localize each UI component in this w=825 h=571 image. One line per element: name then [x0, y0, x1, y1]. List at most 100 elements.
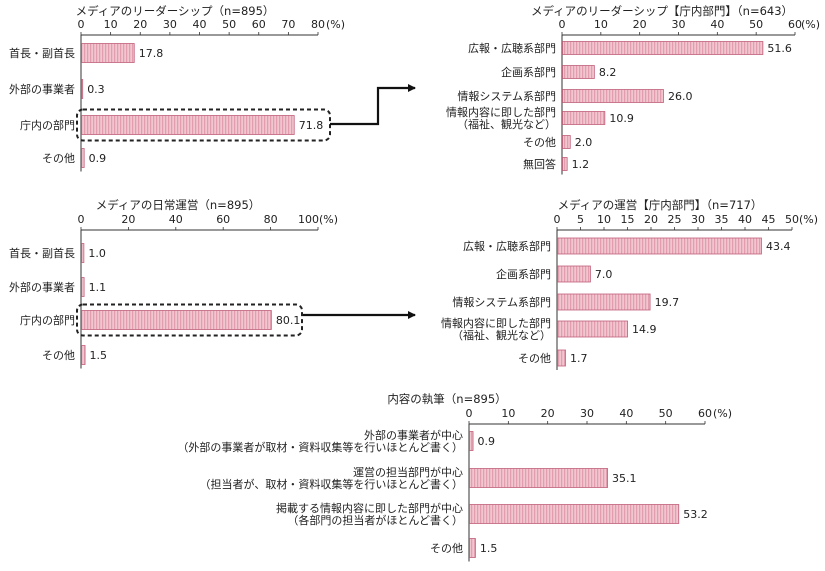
bar-value-label: 51.6	[767, 42, 792, 55]
bar	[81, 148, 85, 168]
category-label: 企画系部門	[496, 267, 551, 281]
category-label: 企画系部門	[501, 65, 556, 79]
x-tick-label: 70	[281, 18, 295, 31]
bar-value-label: 0.9	[478, 435, 496, 448]
bar	[81, 345, 86, 365]
category-label: 広報・広聴系部門	[468, 41, 556, 55]
bar	[562, 157, 568, 171]
bar	[557, 265, 591, 283]
category-label: （福祉、観光など）	[457, 117, 556, 131]
category-label: その他	[42, 152, 75, 165]
category-label: （福祉、観光など）	[452, 328, 551, 342]
category-label: 無回答	[523, 157, 556, 171]
bar	[562, 89, 664, 103]
category-label: 首長・副首長	[9, 46, 75, 60]
x-tick-label: 60	[788, 18, 802, 31]
category-label: 外部の事業者	[9, 280, 75, 294]
category-label: 掲載する情報内容に即した部門が中心	[276, 501, 463, 515]
category-label: その他	[430, 542, 463, 555]
category-label: 広報・広聴系部門	[463, 239, 551, 253]
bar-value-label: 1.5	[480, 542, 498, 555]
chart-title: メディアのリーダーシップ【庁内部門】（n=643）	[531, 4, 793, 18]
bar	[562, 135, 571, 149]
x-tick-label: 5	[577, 213, 584, 226]
x-tick-label: 0	[78, 213, 85, 226]
bar-value-label: 1.5	[90, 349, 108, 362]
x-tick-label: 10	[104, 18, 118, 31]
x-tick-label: 80	[264, 213, 278, 226]
x-tick-label: 50	[785, 213, 799, 226]
bar	[557, 320, 628, 338]
bar	[469, 504, 680, 524]
x-tick-label: 0	[466, 407, 473, 420]
bar	[469, 538, 476, 558]
bar	[81, 243, 85, 263]
category-label: 庁内の部門	[20, 118, 75, 132]
x-tick-label: 20	[644, 213, 658, 226]
axis-unit-label: (%)	[326, 18, 345, 31]
x-tick-label: 20	[633, 18, 647, 31]
bar-value-label: 80.1	[276, 314, 301, 327]
x-tick-label: 30	[163, 18, 177, 31]
x-tick-label: 40	[619, 407, 633, 420]
bar-value-label: 1.7	[570, 352, 588, 365]
category-label: （各部門の担当者がほとんど書く）	[287, 513, 463, 527]
bar-value-label: 26.0	[668, 90, 693, 103]
chart-title: メディアの日常運営（n=895）	[96, 198, 261, 212]
chart-c2: メディアのリーダーシップ【庁内部門】（n=643）0 10 20 30 40 50 60(%…	[446, 4, 820, 175]
bar-value-label: 71.8	[299, 119, 324, 132]
axis-unit-label: (%)	[713, 407, 732, 420]
bar	[562, 65, 595, 79]
x-tick-label: 40	[193, 18, 207, 31]
category-label: 外部の事業者が中心	[364, 428, 463, 442]
axis-unit-label: (%)	[801, 18, 820, 31]
bar-value-label: 1.2	[572, 158, 590, 171]
bar-value-label: 7.0	[595, 268, 613, 281]
bar	[469, 431, 474, 451]
x-tick-label: 0	[559, 18, 566, 31]
category-label: 運営の担当部門が中心	[353, 465, 463, 479]
bar	[469, 468, 608, 488]
bar	[81, 79, 84, 99]
x-tick-label: 45	[762, 213, 776, 226]
bar	[562, 41, 764, 55]
x-tick-label: 30	[580, 407, 594, 420]
category-label: その他	[523, 136, 556, 149]
x-tick-label: 50	[659, 407, 673, 420]
category-label: 情報システム系部門	[452, 295, 551, 309]
chart-title: メディアのリーダーシップ（n=895）	[76, 4, 275, 18]
category-label: 外部の事業者	[9, 82, 75, 96]
x-tick-label: 40	[169, 213, 183, 226]
x-tick-label: 40	[710, 18, 724, 31]
x-tick-label: 30	[691, 213, 705, 226]
bar-value-label: 8.2	[599, 66, 617, 79]
x-tick-label: 10	[594, 18, 608, 31]
bar	[557, 349, 566, 367]
bar-value-label: 0.3	[87, 83, 105, 96]
x-tick-label: 40	[738, 213, 752, 226]
bar-value-label: 1.1	[89, 281, 107, 294]
chart-title: メディアの運営【庁内部門】（n=717）	[558, 198, 763, 212]
x-tick-label: 35	[715, 213, 729, 226]
bar-value-label: 10.9	[609, 112, 634, 125]
x-tick-label: 10	[597, 213, 611, 226]
category-label: その他	[42, 349, 75, 362]
connector-arrows	[303, 84, 416, 319]
x-tick-label: 100(%)	[298, 213, 338, 226]
x-tick-label: 50	[749, 18, 763, 31]
highlight-box	[76, 303, 303, 337]
category-label: 庁内の部門	[20, 313, 75, 327]
x-tick-label: 20	[121, 213, 135, 226]
x-tick-label: 0	[554, 213, 561, 226]
bar	[81, 115, 295, 135]
bar	[81, 310, 272, 330]
x-tick-label: 30	[672, 18, 686, 31]
axis-unit-label: (%)	[799, 213, 818, 226]
x-tick-label: 10	[501, 407, 515, 420]
x-tick-label: 80	[311, 18, 325, 31]
category-label: 情報内容に即した部門	[446, 105, 556, 119]
